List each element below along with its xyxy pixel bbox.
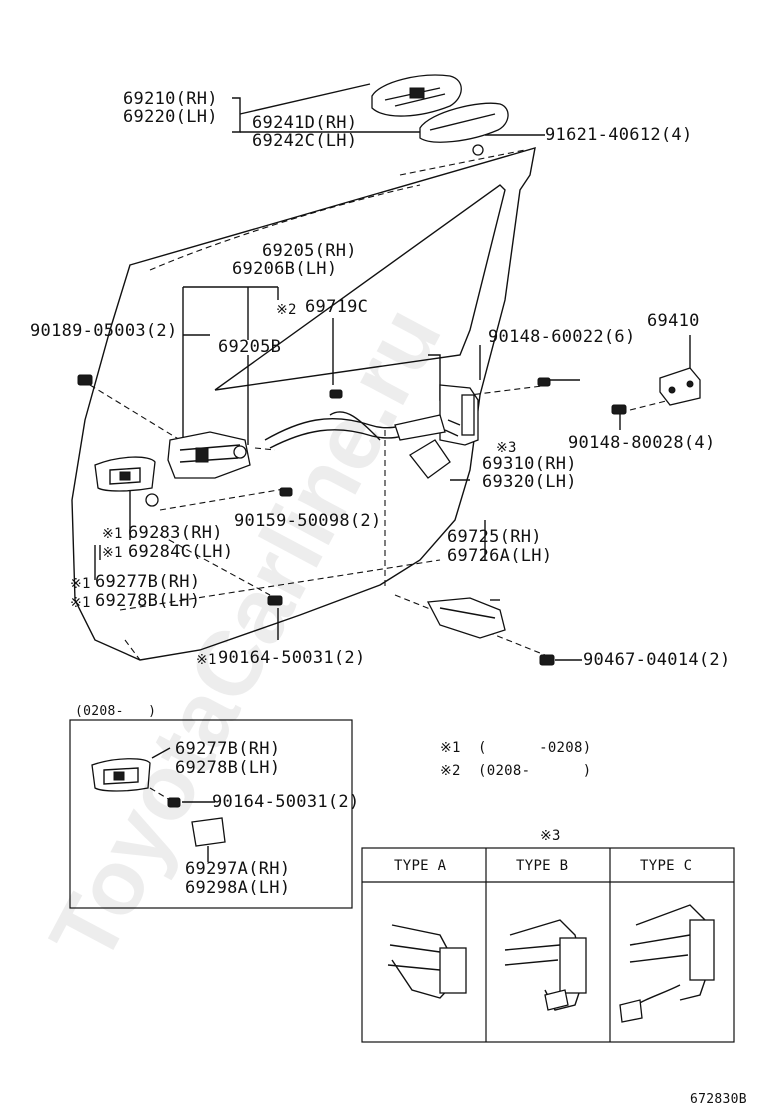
label-69206b: 69206B(LH) bbox=[232, 259, 338, 279]
label-69719c: 69719C bbox=[305, 297, 369, 317]
label-90164-mark: ※1 bbox=[196, 652, 217, 668]
label-69310-mark: ※3 bbox=[496, 440, 517, 456]
label-69726a: 69726A(LH) bbox=[447, 546, 553, 566]
label-69277b: 69277B(RH) bbox=[95, 572, 201, 592]
inset-label-69277b: 69277B(RH) bbox=[175, 739, 281, 759]
type-table bbox=[361, 847, 735, 1043]
inner-handle bbox=[94, 431, 251, 492]
type-table-mark: ※3 bbox=[540, 828, 561, 844]
door-outline bbox=[71, 147, 536, 661]
label-69277b-mark: ※1 bbox=[70, 576, 91, 592]
label-69220: 69220(LH) bbox=[123, 107, 218, 127]
label-90148-60022: 90148-60022(6) bbox=[488, 327, 636, 347]
figure-code: 672830B bbox=[690, 1092, 747, 1107]
inset-label-69297a: 69297A(RH) bbox=[185, 859, 291, 879]
inset-label-90164: 90164-50031(2) bbox=[212, 792, 360, 812]
type-a-header: TYPE A bbox=[394, 858, 447, 874]
label-69283: 69283(RH) bbox=[128, 523, 223, 543]
door-lock-assembly bbox=[394, 384, 479, 479]
inside-handle-top bbox=[232, 74, 545, 156]
lower-bracket bbox=[426, 597, 506, 639]
note1-text: ( -0208) bbox=[478, 740, 592, 756]
label-69284c: 69284C(LH) bbox=[128, 542, 234, 562]
label-90189: 90189-05003(2) bbox=[30, 321, 178, 341]
label-69205: 69205(RH) bbox=[262, 241, 357, 261]
label-69725: 69725(RH) bbox=[447, 527, 542, 547]
inset-period: (0208- ) bbox=[75, 704, 157, 719]
inset-label-69298a: 69298A(LH) bbox=[185, 878, 291, 898]
type-c-header: TYPE C bbox=[640, 858, 693, 874]
label-69242c: 69242C(LH) bbox=[252, 131, 358, 151]
label-69278b-mark: ※1 bbox=[70, 595, 91, 611]
type-b-header: TYPE B bbox=[516, 858, 569, 874]
fasteners bbox=[77, 374, 627, 666]
label-69283-mark: ※1 bbox=[102, 526, 123, 542]
label-69241d: 69241D(RH) bbox=[252, 113, 358, 133]
label-69320: 69320(LH) bbox=[482, 472, 577, 492]
label-90164: 90164-50031(2) bbox=[218, 648, 366, 668]
label-69210: 69210(RH) bbox=[123, 89, 218, 109]
label-69410: 69410 bbox=[647, 311, 700, 331]
note1-mark: ※1 bbox=[440, 740, 461, 756]
label-69310: 69310(RH) bbox=[482, 454, 577, 474]
inset-label-69278b: 69278B(LH) bbox=[175, 758, 281, 778]
label-69719c-mark: ※2 bbox=[276, 302, 297, 318]
note2-text: (0208- ) bbox=[478, 763, 592, 779]
label-69284c-mark: ※1 bbox=[102, 545, 123, 561]
door-lock-striker bbox=[659, 367, 701, 406]
label-69205b: 69205B bbox=[218, 337, 282, 357]
inset-box bbox=[69, 719, 353, 909]
leader-lines bbox=[89, 286, 691, 661]
label-69278b: 69278B(LH) bbox=[95, 591, 201, 611]
label-90148-80028: 90148-80028(4) bbox=[568, 433, 716, 453]
label-91621: 91621-40612(4) bbox=[545, 125, 693, 145]
label-90467: 90467-04014(2) bbox=[583, 650, 731, 670]
note2-mark: ※2 bbox=[440, 763, 461, 779]
label-90159: 90159-50098(2) bbox=[234, 511, 382, 531]
